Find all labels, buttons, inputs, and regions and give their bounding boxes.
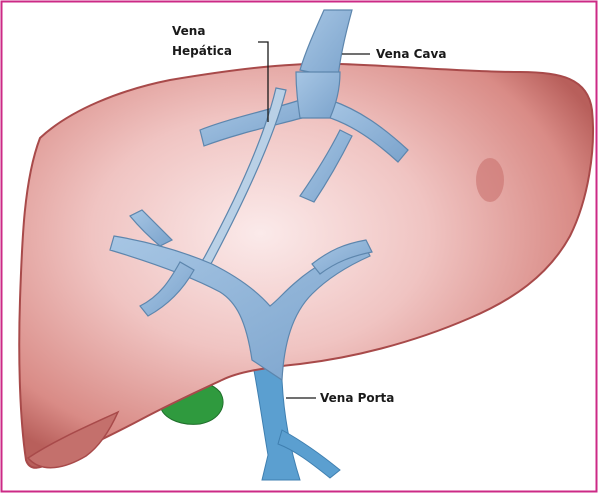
label-vena-hepatica-line1: Vena: [172, 24, 205, 38]
label-vena-porta: Vena Porta: [320, 391, 394, 405]
liver-shadow-patch: [476, 158, 504, 202]
label-vena-cava: Vena Cava: [376, 47, 446, 61]
liver: [19, 64, 593, 468]
label-vena-hepatica-line2: Hepática: [172, 44, 232, 58]
portal-vein-lower: [252, 360, 300, 480]
